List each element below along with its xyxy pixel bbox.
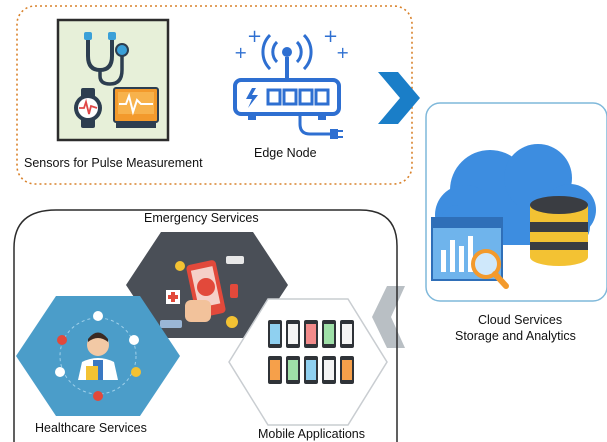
emergency-services-label: Emergency Services — [144, 211, 259, 225]
sensors-label: Sensors for Pulse Measurement — [24, 156, 203, 170]
stethoscope-icon — [84, 32, 129, 86]
mobile-apps-icon — [268, 320, 354, 384]
mobile-applications-hexagon — [228, 298, 388, 426]
healthcare-services-hexagon — [16, 296, 180, 416]
svg-text:+: + — [336, 43, 349, 62]
doctor-icon — [78, 332, 118, 380]
analytics-icon — [431, 217, 509, 289]
storage-analytics-label: Storage and Analytics — [455, 329, 576, 343]
router-icon: + + + + — [233, 26, 349, 139]
database-icon — [530, 196, 588, 266]
svg-text:+: + — [247, 26, 262, 47]
flow-arrow-left — [372, 286, 405, 348]
edge-node-label: Edge Node — [254, 146, 317, 160]
svg-text:+: + — [234, 43, 247, 62]
services-boundary — [13, 209, 398, 442]
emergency-services-hexagon — [126, 232, 288, 338]
smartwatch-icon — [74, 88, 102, 128]
flow-arrow-right — [378, 72, 420, 124]
svg-text:+: + — [323, 26, 338, 47]
heart-rate-monitor-icon — [113, 87, 159, 128]
cloud-services-label: Cloud Services — [478, 313, 563, 327]
mobile-applications-label: Mobile Applications — [258, 427, 366, 441]
edge-region-boundary — [16, 5, 413, 185]
healthcare-services-label: Healthcare Services — [35, 421, 147, 435]
